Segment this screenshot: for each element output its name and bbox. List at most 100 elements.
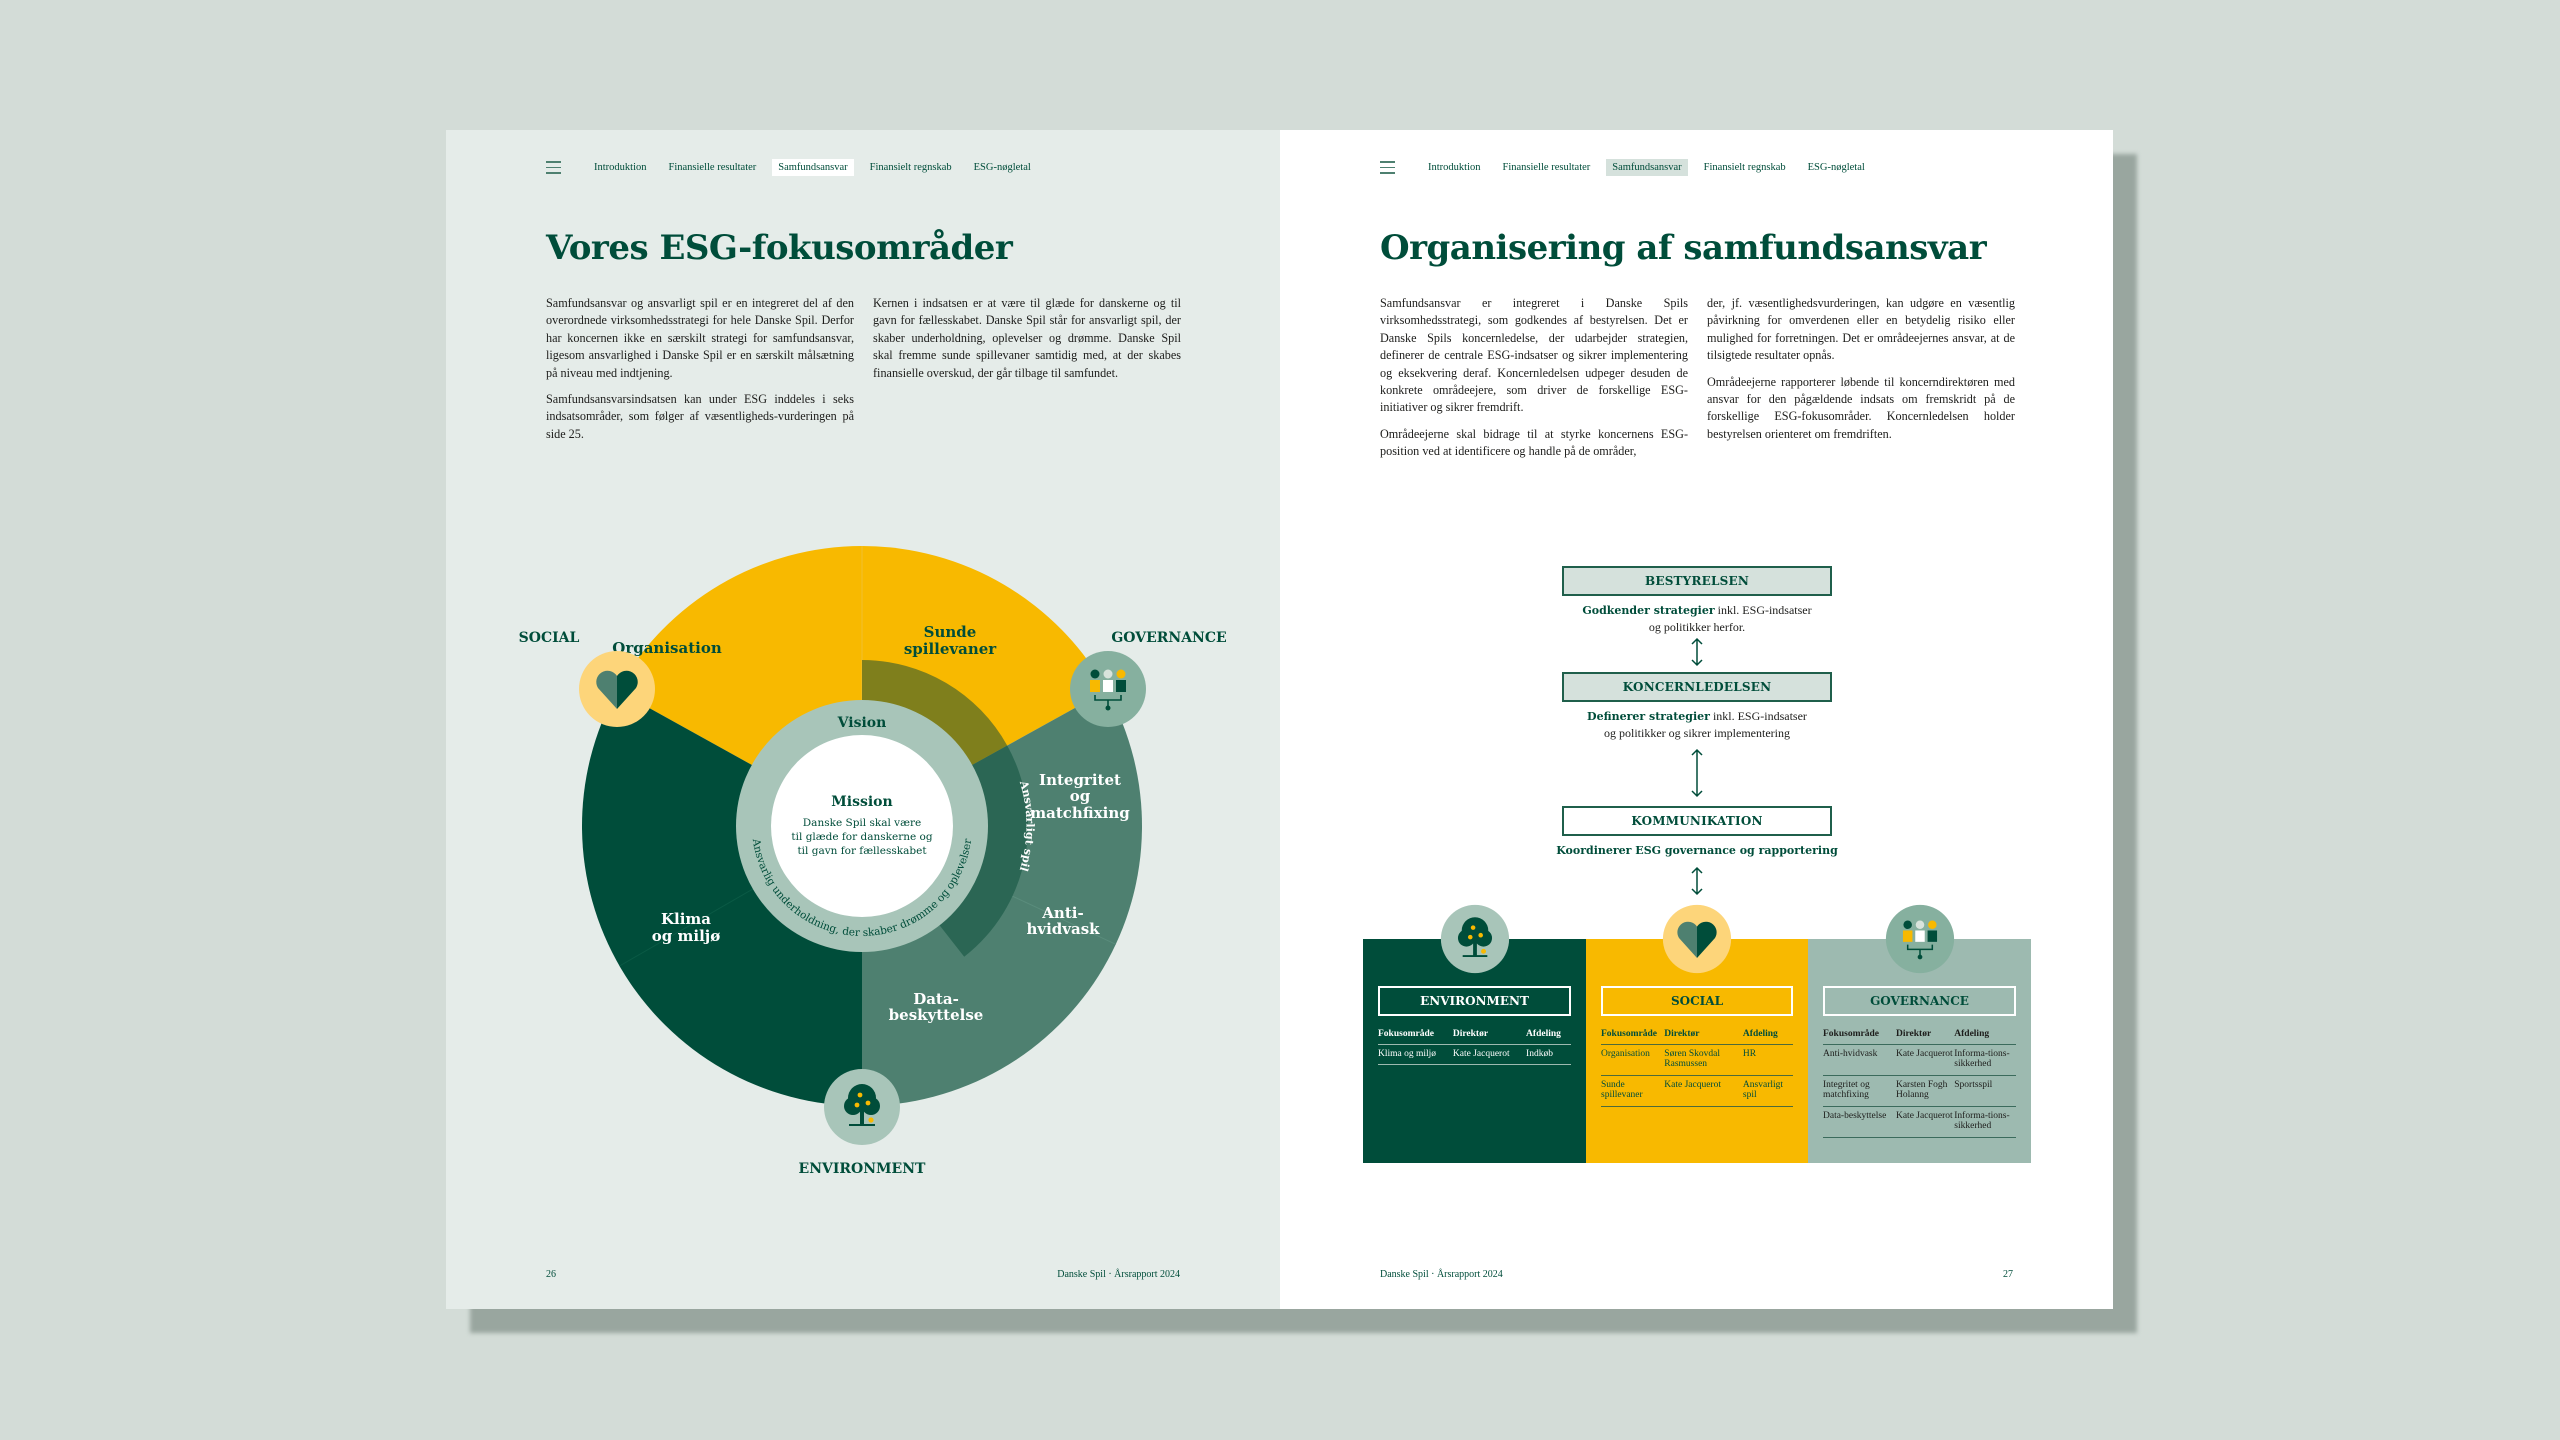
nav-item-esg-noegletal[interactable]: ESG-nøgletal — [973, 162, 1031, 173]
panel-table: Fokusområde Direktør Afdeling Organisati… — [1601, 1029, 1793, 1107]
panel-title: SOCIAL — [1601, 986, 1793, 1016]
right-page: Introduktion Finansielle resultater Samf… — [1280, 130, 2113, 1309]
area-label-klima-2: og miljø — [652, 927, 720, 945]
paragraph: Områdeejerne skal bidrage til at styrke … — [1380, 426, 1688, 459]
col-header: Direktør — [1664, 1029, 1743, 1045]
tree-icon — [824, 1069, 900, 1145]
cell: Data-beskyttelse — [1823, 1106, 1896, 1138]
nav-item-finansielle-resultater[interactable]: Finansielle resultater — [668, 162, 757, 173]
text-column-1: Samfundsansvar er integreret i Danske Sp… — [1380, 295, 1688, 470]
cell: Sunde spillevaner — [1601, 1075, 1665, 1107]
col-header: Fokusområde — [1823, 1029, 1896, 1045]
area-label-sunde-1: Sunde — [924, 623, 977, 641]
col-header: Fokusområde — [1378, 1029, 1453, 1045]
page-title: Vores ESG-fokusområder — [546, 228, 1013, 268]
nav-item-finansielle-resultater[interactable]: Finansielle resultater — [1502, 162, 1591, 173]
paragraph: Samfundsansvar og ansvarligt spil er en … — [546, 296, 854, 380]
left-page: Introduktion Finansielle resultater Samf… — [446, 130, 1280, 1309]
cell: Anti-hvidvask — [1823, 1044, 1896, 1076]
nav-item-samfundsansvar[interactable]: Samfundsansvar — [772, 159, 854, 176]
cell: Organisation — [1601, 1044, 1665, 1076]
cell: Klima og miljø — [1378, 1044, 1453, 1065]
paragraph: Kernen i indsatsen er at være til glæde … — [873, 296, 1181, 380]
double-arrow-icon — [1691, 748, 1703, 798]
paragraph: Samfundsansvarsindsatsen kan under ESG i… — [546, 392, 854, 441]
esg-panels: ENVIRONMENT Fokusområde Direktør Afdelin… — [1363, 904, 2031, 1163]
people-network-icon — [1070, 651, 1146, 727]
table-row: Data-beskyttelse Kate Jacquerot Informa-… — [1823, 1106, 2016, 1138]
arc-ansvarligt-spil — [938, 745, 1028, 957]
nav-item-samfundsansvar[interactable]: Samfundsansvar — [1606, 159, 1688, 176]
nav-item-finansielt-regnskab[interactable]: Finansielt regnskab — [1703, 162, 1786, 173]
org-box-koncernledelsen: KONCERNLEDELSEN — [1562, 672, 1832, 702]
footer-title: Danske Spil · Årsrapport 2024 — [1057, 1269, 1180, 1280]
pillar-label-social: SOCIAL — [519, 630, 580, 646]
nav-item-finansielt-regnskab[interactable]: Finansielt regnskab — [869, 162, 952, 173]
cell: Ansvarligt spil — [1742, 1075, 1793, 1107]
cell: Karsten Fogh Holanng — [1895, 1075, 1955, 1107]
table-row: Anti-hvidvask Kate Jacquerot Informa-tio… — [1823, 1044, 2016, 1076]
paragraph: der, jf. væsentlighedsvurderingen, kan u… — [1707, 296, 2015, 363]
org-desc-koncernledelsen: Definerer strategier inkl. ESG-indsatser… — [1512, 708, 1882, 742]
panel-social: SOCIAL Fokusområde Direktør Afdeling Org… — [1586, 904, 1808, 1163]
mission-title: Mission — [831, 794, 892, 810]
area-label-integritet-1: Integritet — [1039, 771, 1121, 789]
area-label-sunde-2: spillevaner — [904, 640, 997, 658]
page-number: 27 — [2003, 1269, 2013, 1280]
org-desc-rest: inkl. ESG-indsatser — [1709, 709, 1807, 723]
org-desc-bold: Godkender strategier — [1582, 604, 1715, 617]
esg-wheel: SOCIAL GOVERNANCE ENVIRONMENT Organisati… — [519, 546, 1227, 1177]
top-nav: Introduktion Finansielle resultater Samf… — [1280, 159, 2113, 179]
mission-circle — [771, 735, 953, 917]
table-row: Sunde spillevaner Kate Jacquerot Ansvarl… — [1601, 1075, 1793, 1107]
area-label-data-2: beskyttelse — [889, 1006, 984, 1024]
org-desc-line2: og politikker herfor. — [1648, 620, 1746, 634]
table-row: Klima og miljø Kate Jacquerot Indkøb — [1378, 1044, 1571, 1065]
area-label-klima-1: Klima — [661, 910, 711, 928]
intro-text: Samfundsansvar og ansvarligt spil er en … — [546, 295, 1181, 452]
cell: Indkøb — [1526, 1044, 1571, 1065]
panel-governance: GOVERNANCE Fokusområde Direktør Afdeling… — [1808, 904, 2031, 1163]
text-column-2: Kernen i indsatsen er at være til glæde … — [873, 295, 1181, 452]
col-header: Afdeling — [1954, 1029, 2016, 1045]
people-network-icon — [1885, 904, 1954, 974]
org-desc-line2: og politikker og sikrer implementering — [1604, 726, 1790, 740]
col-header: Direktør — [1895, 1029, 1955, 1045]
cell: Kate Jacquerot — [1895, 1044, 1955, 1076]
intro-text: Samfundsansvar er integreret i Danske Sp… — [1380, 295, 2015, 470]
cell: Integritet og matchfixing — [1823, 1075, 1896, 1107]
area-label-anti-1: Anti- — [1041, 904, 1083, 922]
heart-icon — [579, 651, 655, 727]
arc-ansvarligt-spil-olive — [862, 660, 1008, 766]
menu-icon[interactable] — [1380, 161, 1395, 174]
area-label-data-1: Data- — [913, 990, 959, 1008]
panel-table: Fokusområde Direktør Afdeling Anti-hvidv… — [1823, 1029, 2016, 1138]
cell: Informa-tions-sikkerhed — [1954, 1044, 2016, 1076]
menu-icon[interactable] — [546, 161, 561, 174]
org-box-bestyrelsen: BESTYRELSEN — [1562, 566, 1832, 596]
org-desc-bestyrelsen: Godkender strategier inkl. ESG-indsatser… — [1512, 602, 1882, 636]
footer-title: Danske Spil · Årsrapport 2024 — [1380, 1269, 1503, 1280]
col-header: Fokusområde — [1601, 1029, 1665, 1045]
area-label-organisation: Organisation — [612, 639, 722, 657]
panel-title: ENVIRONMENT — [1378, 986, 1571, 1016]
area-label-anti-2: hvidvask — [1026, 920, 1100, 938]
nav-item-introduktion[interactable]: Introduktion — [1428, 162, 1481, 173]
org-desc-kommunikation: Koordinerer ESG governance og rapporteri… — [1512, 842, 1882, 859]
pillar-label-governance: GOVERNANCE — [1111, 630, 1226, 646]
nav-item-introduktion[interactable]: Introduktion — [594, 162, 647, 173]
nav-item-esg-noegletal[interactable]: ESG-nøgletal — [1807, 162, 1865, 173]
pillar-label-environment: ENVIRONMENT — [799, 1161, 926, 1177]
tree-icon — [1440, 904, 1509, 974]
col-header: Afdeling — [1526, 1029, 1571, 1045]
mission-line-3: til gavn for fællesskabet — [797, 845, 927, 857]
text-column-1: Samfundsansvar og ansvarligt spil er en … — [546, 295, 854, 452]
cell: Kate Jacquerot — [1664, 1075, 1743, 1107]
mission-line-1: Danske Spil skal være — [803, 817, 921, 829]
org-desc-bold: Koordinerer ESG governance og rapporteri… — [1556, 844, 1838, 857]
org-desc-bold: Definerer strategier — [1587, 710, 1710, 723]
org-desc-rest: inkl. ESG-indsatser — [1714, 603, 1812, 617]
top-nav: Introduktion Finansielle resultater Samf… — [446, 159, 1280, 179]
cell: Informa-tions-sikkerhed — [1954, 1106, 2016, 1138]
heart-icon — [1662, 904, 1732, 974]
